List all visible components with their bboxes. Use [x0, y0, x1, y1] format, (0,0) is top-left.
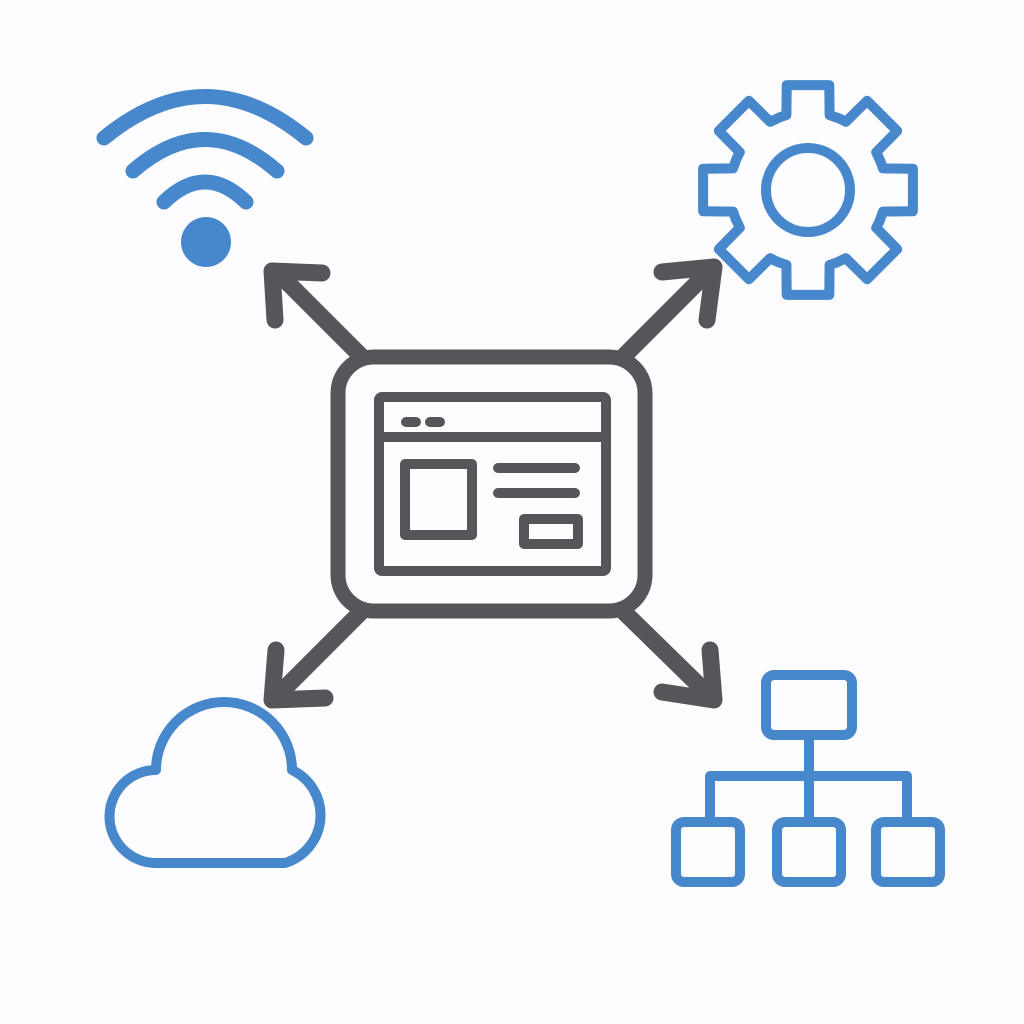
- network-branch-line: [705, 771, 912, 822]
- arrow-to-cloud: [263, 602, 371, 709]
- content-button: [519, 514, 583, 549]
- gear-hub: [761, 143, 855, 237]
- network-child-node-1: [671, 817, 745, 887]
- app-window-icon: [330, 349, 653, 619]
- arrowhead: [263, 262, 331, 329]
- wifi-arc-outer: [96, 89, 314, 146]
- arrow-shaft: [267, 602, 371, 706]
- arrowhead: [653, 258, 723, 329]
- arrowhead: [263, 641, 334, 709]
- content-image-box: [400, 459, 477, 540]
- network-child-node-3: [871, 817, 945, 887]
- cloud-icon: [104, 697, 326, 868]
- network-child-node-2: [772, 817, 846, 887]
- wifi-arc-inner: [156, 174, 254, 210]
- arrow-to-wifi: [263, 262, 371, 366]
- arrow-shaft: [614, 602, 721, 707]
- arrowhead: [653, 641, 723, 709]
- hierarchy-network-icon: [671, 670, 945, 887]
- gear-icon: [698, 80, 918, 300]
- arrow-shaft: [614, 259, 721, 366]
- browser-window: [374, 392, 611, 576]
- arrow-shaft: [269, 264, 371, 366]
- arrows-group: [263, 258, 723, 709]
- wifi-icon: [96, 89, 314, 267]
- gear-outline: [698, 80, 918, 300]
- cloud-outline: [104, 697, 326, 868]
- arrow-to-gear: [614, 258, 723, 366]
- network-root-node: [761, 670, 857, 740]
- arrow-to-network: [614, 602, 723, 709]
- wifi-dot: [181, 217, 231, 267]
- wifi-arc-middle: [125, 132, 285, 179]
